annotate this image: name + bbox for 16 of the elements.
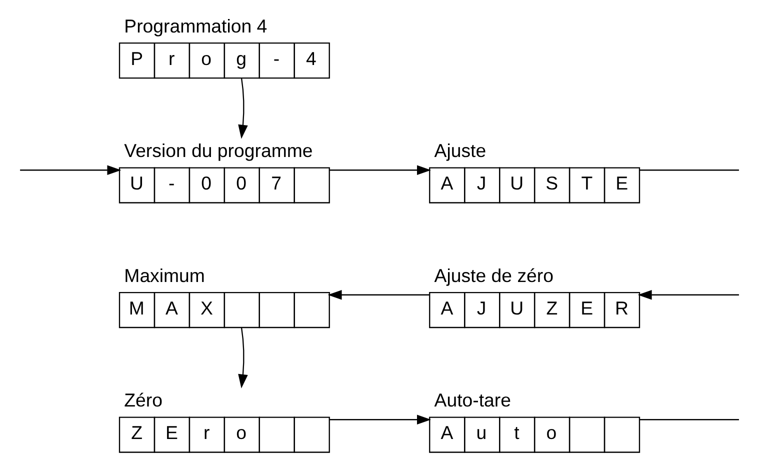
node-label: Ajuste bbox=[434, 140, 486, 162]
arrow bbox=[238, 78, 248, 139]
node-label: Programmation 4 bbox=[124, 15, 268, 36]
connector bbox=[640, 170, 739, 171]
arrow bbox=[328, 290, 430, 300]
node-label: Maximum bbox=[124, 264, 205, 286]
node-label: Ajuste de zéro bbox=[434, 264, 554, 286]
node-label: Version du programme bbox=[124, 140, 313, 162]
arrow bbox=[330, 165, 431, 176]
arrow bbox=[330, 414, 431, 425]
node-label: Auto-tare bbox=[434, 390, 511, 411]
arrow bbox=[238, 327, 248, 388]
node-label: Zéro bbox=[124, 390, 163, 411]
connector bbox=[640, 419, 739, 420]
arrow bbox=[638, 290, 739, 300]
arrow bbox=[20, 165, 122, 176]
